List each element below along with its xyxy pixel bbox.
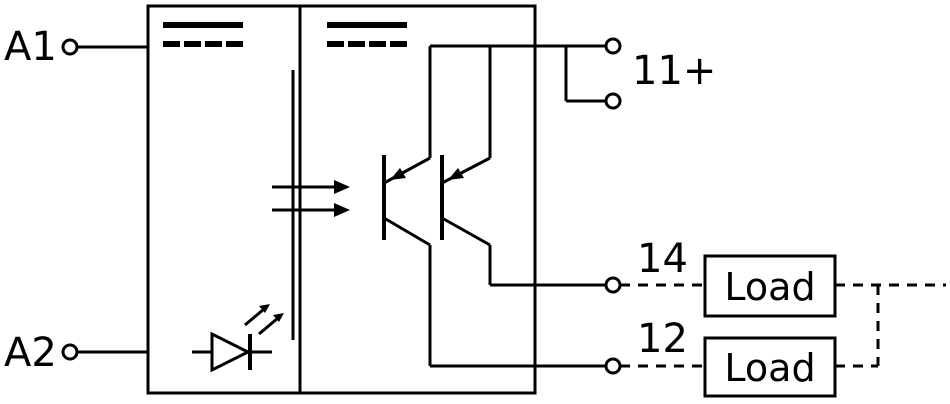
output-wiring [428, 44, 606, 368]
terminal-12: 12 [604, 316, 688, 375]
external-wiring [620, 283, 946, 368]
optical-arrows [272, 180, 350, 217]
load-box-2: Load [703, 336, 837, 398]
dc-symbol-output [327, 22, 407, 47]
load-1-label: Load [724, 265, 815, 309]
terminal-11: 11+ [604, 37, 716, 110]
terminal-12-label: 12 [637, 316, 688, 362]
load-box-1: Load [703, 254, 837, 318]
terminal-11-label: 11+ [632, 48, 716, 94]
terminal-14: 14 [604, 236, 688, 294]
terminal-a1-label: A1 [4, 24, 57, 70]
terminal-14-label: 14 [637, 236, 688, 282]
transistor-right-icon [440, 155, 491, 247]
dc-symbol-input [163, 22, 243, 47]
load-2-label: Load [724, 346, 815, 390]
terminal-a2: A2 [4, 330, 148, 376]
transistor-left-icon [382, 155, 431, 247]
led-icon [192, 304, 284, 373]
terminal-a2-label: A2 [4, 330, 57, 376]
terminal-a1: A1 [4, 24, 148, 70]
relay-housing [146, 4, 537, 395]
